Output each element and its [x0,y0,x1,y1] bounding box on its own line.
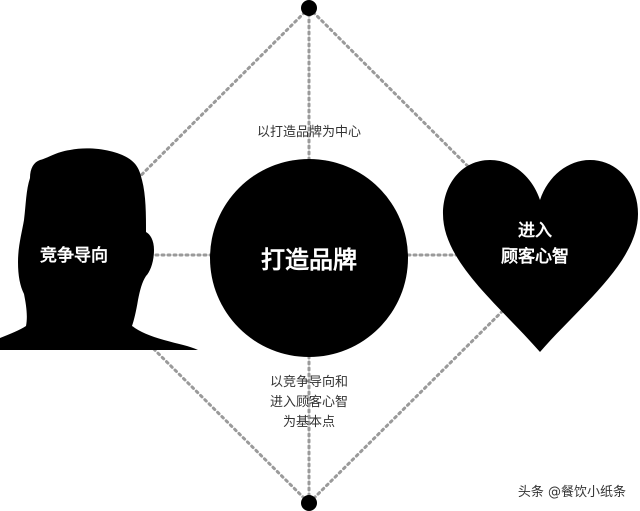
connector-right-bottom [307,254,560,505]
heart-icon [443,160,638,352]
head-silhouette-icon [0,148,198,350]
competition-orientation-label: 竞争导向 [40,246,108,266]
top-dot [301,0,317,16]
center-circle [210,159,408,357]
heart-label-line-1: 进入 [518,221,552,241]
bottom-caption-line-2: 进入顾客心智 [269,395,348,410]
build-brand-label: 打造品牌 [261,246,357,274]
bottom-dot [301,495,317,511]
watermark: 头条 @餐饮小纸条 [517,485,626,500]
connector-left-bottom [58,254,311,505]
bottom-caption-line-1: 以竞争导向和 [269,375,348,390]
heart-label-line-2: 顾客心智 [501,247,569,267]
enter-customer-mind-label: 进入 顾客心智 [470,218,600,270]
bottom-caption-line-3: 为基本点 [282,415,335,430]
bottom-caption: 以竞争导向和 进入顾客心智 为基本点 [209,373,409,433]
top-caption: 以打造品牌为中心 [256,125,361,140]
